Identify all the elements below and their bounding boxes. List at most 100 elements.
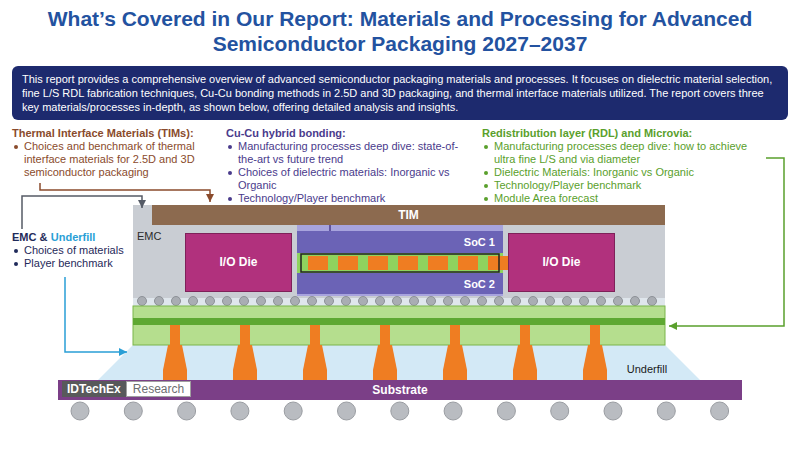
callout: Cu-Cu hybrid bonding:Manufacturing proce… [226, 127, 474, 205]
microvia [590, 325, 600, 345]
bullet-item: Player benchmark [12, 257, 132, 270]
bond-pads [308, 256, 508, 270]
microbump [291, 297, 300, 306]
bullet-text: Choices of materials [24, 244, 124, 257]
microbump [155, 297, 164, 306]
underfill-region [98, 345, 700, 380]
node-text: SoC 2 [464, 277, 495, 291]
soc-die: SoC 1 [297, 231, 503, 253]
bullet-item: Technology/Player benchmark [482, 179, 762, 192]
microbump [495, 297, 504, 306]
c4-bump [303, 345, 327, 380]
leader-line [65, 277, 127, 352]
callout-heading: Redistribution layer (RDL) and Microvia: [482, 127, 762, 140]
cu-pad [308, 256, 328, 270]
bullet-text: Technology/Player benchmark [238, 192, 385, 205]
leader-line [22, 196, 142, 229]
solder-ball [657, 402, 675, 420]
callout: EMC & UnderfillChoices of materialsPlayer… [12, 231, 132, 270]
bullet-text: Technology/Player benchmark [494, 179, 641, 192]
node-text: I/O Die [219, 255, 257, 270]
microbump [427, 297, 436, 306]
bullet-text: Manufacturing processes deep dive: how t… [494, 140, 762, 166]
bond-layer [297, 253, 503, 273]
io-die: I/O Die [185, 233, 292, 292]
c4-bump [373, 345, 397, 380]
callout-heading: Cu-Cu hybrid bonding: [226, 127, 474, 140]
node-text: I/O Die [542, 255, 580, 270]
microbump [138, 297, 147, 306]
c4-bump [513, 345, 537, 380]
bullet-item: Choices of dielectric materials: Inorgan… [226, 166, 474, 192]
solder-ball [604, 402, 622, 420]
microbump [512, 297, 521, 306]
microbump [393, 297, 402, 306]
solder-ball [711, 402, 729, 420]
leader-line [669, 158, 784, 326]
solder-ball [497, 402, 515, 420]
microbump [597, 297, 606, 306]
heading-text: EMC & [12, 231, 47, 243]
solder-ball [444, 402, 462, 420]
microvia [450, 325, 460, 345]
leader-line [40, 183, 210, 202]
microbump [189, 297, 198, 306]
heading-text: Underfill [51, 231, 96, 243]
callout-heading: EMC & Underfill [12, 231, 132, 244]
microbump [240, 297, 249, 306]
c4-bump [443, 345, 467, 380]
bullet-dot [484, 197, 488, 201]
c4-bump [583, 345, 607, 380]
heading-text: Redistribution layer (RDL) and Microvia: [482, 127, 692, 139]
microbump [444, 297, 453, 306]
emc-mold [133, 205, 665, 298]
solder-ball [391, 402, 409, 420]
microvia [240, 325, 250, 345]
solder-ball [124, 402, 142, 420]
logo-text: Research [126, 381, 191, 397]
bullet-dot [14, 262, 18, 266]
bond-highlight [301, 254, 499, 272]
solder-ball [551, 402, 569, 420]
bullet-item: Choices and benchmark of thermal interfa… [12, 140, 220, 179]
c4-bumps [163, 345, 607, 380]
rdl-interposer [133, 306, 665, 345]
microbump [172, 297, 181, 306]
solder-ball [71, 402, 89, 420]
microbump [410, 297, 419, 306]
logo: IDTechExResearch [62, 381, 191, 397]
logo-text: IDTechEx [62, 381, 126, 397]
microvias [170, 325, 600, 345]
microbump [274, 297, 283, 306]
microbump [478, 297, 487, 306]
title: What’s Covered in Our Report: Materials … [30, 6, 770, 56]
bullet-dot [14, 249, 18, 253]
microbump [206, 297, 215, 306]
c4-bump [233, 345, 257, 380]
bullet-item: Module Area forecast [482, 192, 762, 205]
microbump [325, 297, 334, 306]
microvia [520, 325, 530, 345]
bullet-dot [484, 171, 488, 175]
bullet-text: Choices of dielectric materials: Inorgan… [238, 166, 474, 192]
callout: Thermal Interface Materials (TIMs):Choic… [12, 127, 220, 179]
emc-region: EMCI/O DieSoC 1SoC 2I/O Die [133, 205, 665, 298]
bullet-dot [228, 197, 232, 201]
microbump [580, 297, 589, 306]
underfill-region: Underfill [612, 360, 682, 378]
microbump [563, 297, 572, 306]
bullet-dot [484, 145, 488, 149]
bullet-dot [484, 184, 488, 188]
bullet-text: Choices and benchmark of thermal interfa… [24, 140, 220, 179]
bullet-item: Technology/Player benchmark [226, 192, 474, 205]
bullet-item: Dielectric Materials: Inorganic vs Organ… [482, 166, 762, 179]
cu-pad [368, 256, 388, 270]
microbump [631, 297, 640, 306]
microbump [342, 297, 351, 306]
bullet-dot [228, 145, 232, 149]
node-text: This report provides a comprehensive ove… [22, 72, 778, 114]
bullet-dot [14, 145, 18, 149]
bullet-item: Manufacturing processes deep dive: how t… [482, 140, 762, 166]
node-text: TIM [398, 208, 419, 223]
